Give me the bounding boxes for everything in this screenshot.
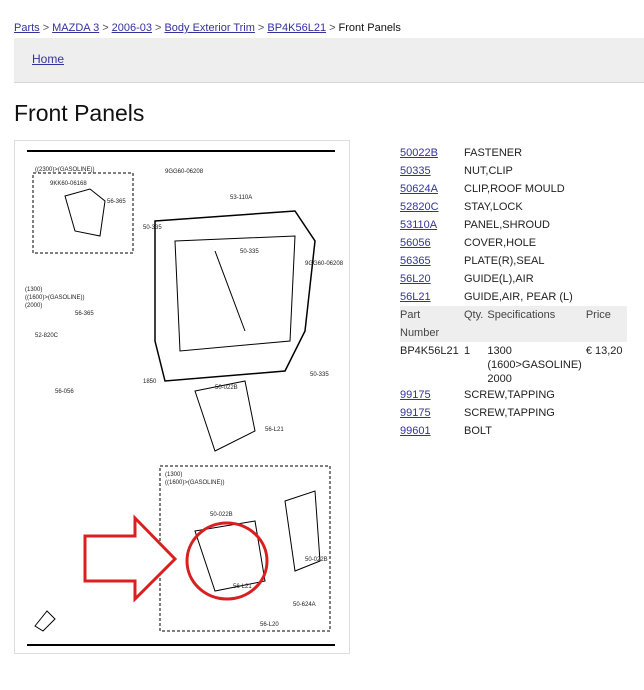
detail-qty: 1 — [464, 345, 471, 357]
page-title: Front Panels — [14, 100, 145, 126]
diagram-label: 50-022B — [215, 385, 238, 391]
part-name: STAY,LOCK — [464, 201, 523, 213]
table-row: 52820C STAY,LOCK — [400, 198, 627, 216]
diagram-label: (2000) — [25, 303, 42, 309]
breadcrumb-current: Front Panels — [338, 22, 401, 34]
part-link[interactable]: 50022B — [400, 147, 438, 159]
part-link[interactable]: 56365 — [400, 255, 431, 267]
breadcrumb-separator: > — [257, 22, 265, 34]
breadcrumb-separator: > — [42, 22, 50, 34]
diagram-label: 56-L21 — [265, 427, 284, 433]
detail-part-number: BP4K56L21 — [400, 345, 459, 357]
part-name: COVER,HOLE — [464, 237, 537, 249]
diagram-label: 50-335 — [143, 225, 162, 231]
header-specifications: Specifications — [487, 306, 586, 342]
parts-table: 50022B FASTENER 50335 NUT,CLIP 50624A CLIP,… — [400, 144, 627, 440]
table-row: 50624A CLIP,ROOF MOULD — [400, 180, 627, 198]
breadcrumb-category[interactable]: Body Exterior Trim — [164, 22, 255, 34]
part-link[interactable]: 53110A — [400, 219, 438, 231]
table-row: 56L20 GUIDE(L),AIR — [400, 270, 627, 288]
detail-price: € 13,20 — [585, 345, 623, 357]
highlight-circle — [185, 521, 269, 601]
header-qty: Qty. — [464, 306, 488, 342]
part-link[interactable]: 56L21 — [400, 291, 431, 303]
diagram-label: 56-365 — [75, 311, 94, 317]
diagram-label: 9GG60-06208 — [165, 169, 204, 175]
diagram-label: 50-335 — [310, 372, 329, 378]
part-link[interactable]: 99175 — [400, 407, 431, 419]
part-name: FASTENER — [464, 147, 523, 159]
table-row: 50335 NUT,CLIP — [400, 162, 627, 180]
table-row: 53110A PANEL,SHROUD — [400, 216, 627, 234]
diagram-label: 1850 — [143, 379, 157, 385]
part-link[interactable]: 52820C — [400, 201, 439, 213]
breadcrumb-part[interactable]: BP4K56L21 — [267, 22, 327, 34]
part-name: SCREW,TAPPING — [464, 407, 555, 419]
diagram-label: 56-056 — [55, 389, 74, 395]
breadcrumb-separator: > — [329, 22, 336, 34]
part-link[interactable]: 99601 — [400, 425, 431, 437]
diagram-label: ((1600)>(GASOLINE)) — [165, 480, 225, 486]
diagram-label: 53-110A — [230, 195, 252, 201]
part-name: BOLT — [464, 425, 492, 437]
part-link[interactable]: 50624A — [400, 183, 438, 195]
diagram-label: (1300) — [165, 472, 182, 478]
breadcrumb: Parts>MAZDA 3>2006-03>Body Exterior Trim… — [14, 22, 401, 34]
part-name: PANEL,SHROUD — [464, 219, 550, 231]
nav-bar: Home — [14, 38, 644, 83]
breadcrumb-separator: > — [155, 22, 162, 34]
diagram-label: 9KK60-06168 — [50, 181, 87, 187]
table-row: 99175 SCREW,TAPPING — [400, 386, 627, 404]
diagram-label: ((1600)>(GASOLINE)) — [25, 295, 85, 301]
header-price: Price — [585, 306, 627, 342]
diagram-label: 50-624A — [293, 602, 316, 608]
diagram-label: 56-365 — [107, 199, 126, 205]
part-name: GUIDE,AIR, PEAR (L) — [464, 291, 573, 303]
part-link[interactable]: 99175 — [400, 389, 431, 401]
header-part-number: Part Number — [400, 306, 464, 342]
diagram-label: 50-335 — [240, 249, 259, 255]
detail-specs: 1300 (1600>GASOLINE) 2000 — [487, 342, 585, 386]
table-row: 99175 SCREW,TAPPING — [400, 404, 627, 422]
spec-line: 1300 — [487, 345, 512, 357]
table-row: 56365 PLATE(R),SEAL — [400, 252, 627, 270]
breadcrumb-year[interactable]: 2006-03 — [111, 22, 153, 34]
front-arrow-icon — [34, 610, 56, 632]
spec-line: (1600>GASOLINE) — [487, 359, 582, 371]
table-row: 50022B FASTENER — [400, 144, 627, 162]
detail-row: BP4K56L21 1 1300 (1600>GASOLINE) 2000 € 13… — [400, 342, 627, 386]
table-row: 99601 BOLT — [400, 422, 627, 440]
breadcrumb-parts[interactable]: Parts — [14, 22, 40, 34]
diagram-label: ((2300)>(GASOLINE)) — [35, 167, 95, 173]
part-name: NUT,CLIP — [464, 165, 513, 177]
parts-diagram[interactable]: ((2300)>(GASOLINE)) 9KK60-06168 56-365 9… — [14, 140, 350, 654]
diagram-label: 56-L21 — [233, 584, 252, 590]
part-link[interactable]: 50335 — [400, 165, 431, 177]
diagram-label: 52-820C — [35, 333, 59, 339]
diagram-drawing: ((2300)>(GASOLINE)) 9KK60-06168 56-365 9… — [25, 150, 344, 646]
breadcrumb-model[interactable]: MAZDA 3 — [52, 22, 100, 34]
breadcrumb-separator: > — [102, 22, 109, 34]
diagram-label: 50-022B — [210, 512, 233, 518]
diagram-label: (1300) — [25, 287, 42, 293]
detail-header-row: Part Number Qty. Specifications Price — [400, 306, 627, 342]
table-row: 56056 COVER,HOLE — [400, 234, 627, 252]
part-name: PLATE(R),SEAL — [464, 255, 545, 267]
part-name: SCREW,TAPPING — [464, 389, 555, 401]
part-name: CLIP,ROOF MOULD — [464, 183, 565, 195]
spec-line: 2000 — [487, 373, 512, 385]
red-arrow — [83, 514, 178, 603]
part-link[interactable]: 56L20 — [400, 273, 431, 285]
diagram-label: 56-L20 — [260, 622, 279, 628]
diagram-label: 50-022B — [305, 557, 328, 563]
part-name: GUIDE(L),AIR — [464, 273, 534, 285]
diagram-label: 9GG60-06208 — [305, 261, 344, 267]
part-link[interactable]: 56056 — [400, 237, 431, 249]
table-row: 56L21 GUIDE,AIR, PEAR (L) — [400, 288, 627, 306]
nav-home-link[interactable]: Home — [32, 52, 65, 66]
